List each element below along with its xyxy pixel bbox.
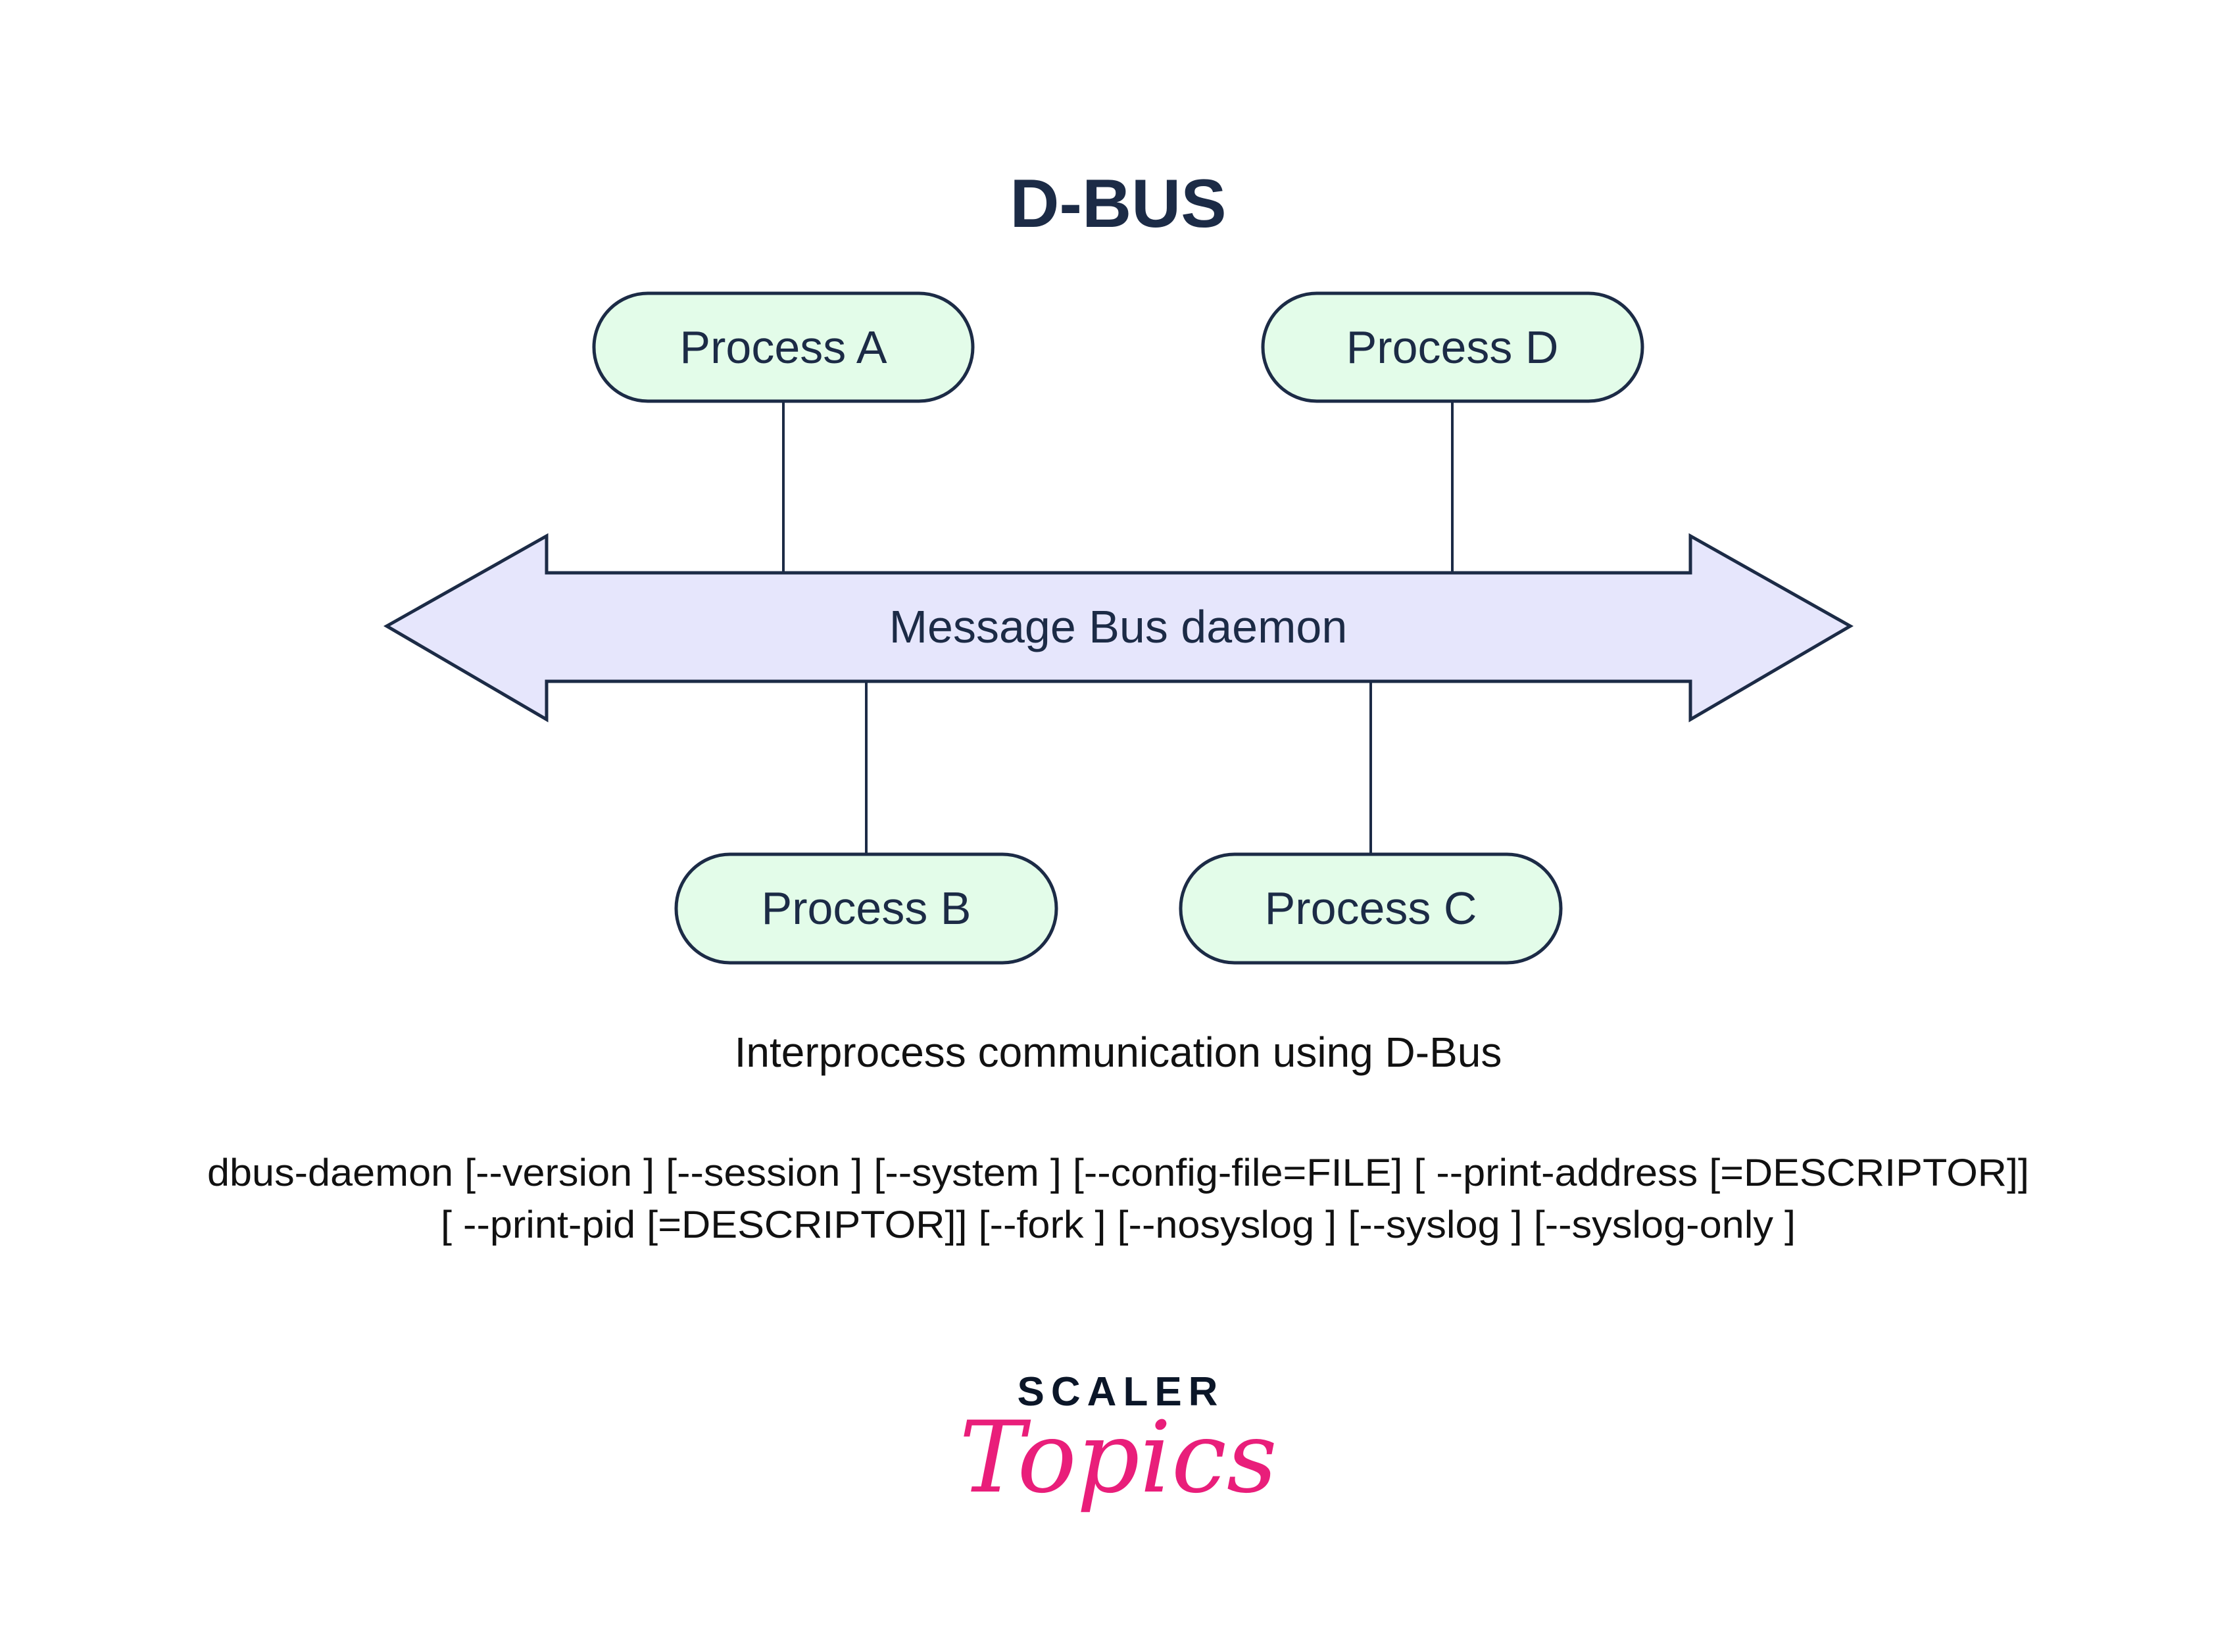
- process-d-pill: [1261, 291, 1644, 403]
- process-c-pill: [1179, 852, 1563, 965]
- process-a-label: Process A: [679, 322, 887, 373]
- process-node-d: Process D: [1261, 291, 1644, 403]
- process-b-pill: [674, 852, 1058, 965]
- command-usage-line-2: [ --print-pid [=DESCRIPTOR]] [--fork ] […: [441, 1203, 1796, 1246]
- process-a-pill: [592, 291, 975, 403]
- logo-topics-text: Topics: [959, 1401, 1277, 1515]
- diagram-title: D-BUS: [1010, 166, 1226, 242]
- scaler-topics-logo: SCALER Topics: [959, 1369, 1277, 1515]
- message-bus-label: Message Bus daemon: [889, 601, 1348, 652]
- figure-caption: Interprocess communication using D-Bus: [735, 1029, 1502, 1076]
- process-node-b: Process B: [674, 852, 1058, 965]
- process-c-label: Process C: [1265, 883, 1477, 934]
- logo-scaler-text: SCALER: [1018, 1369, 1225, 1415]
- process-node-c: Process C: [1179, 852, 1563, 965]
- process-node-a: Process A: [592, 291, 975, 403]
- message-bus-arrow: [383, 533, 1854, 723]
- process-b-label: Process B: [762, 883, 971, 934]
- command-usage-line-1: dbus-daemon [--version ] [--session ] [-…: [207, 1152, 2029, 1194]
- process-d-label: Process D: [1346, 322, 1559, 373]
